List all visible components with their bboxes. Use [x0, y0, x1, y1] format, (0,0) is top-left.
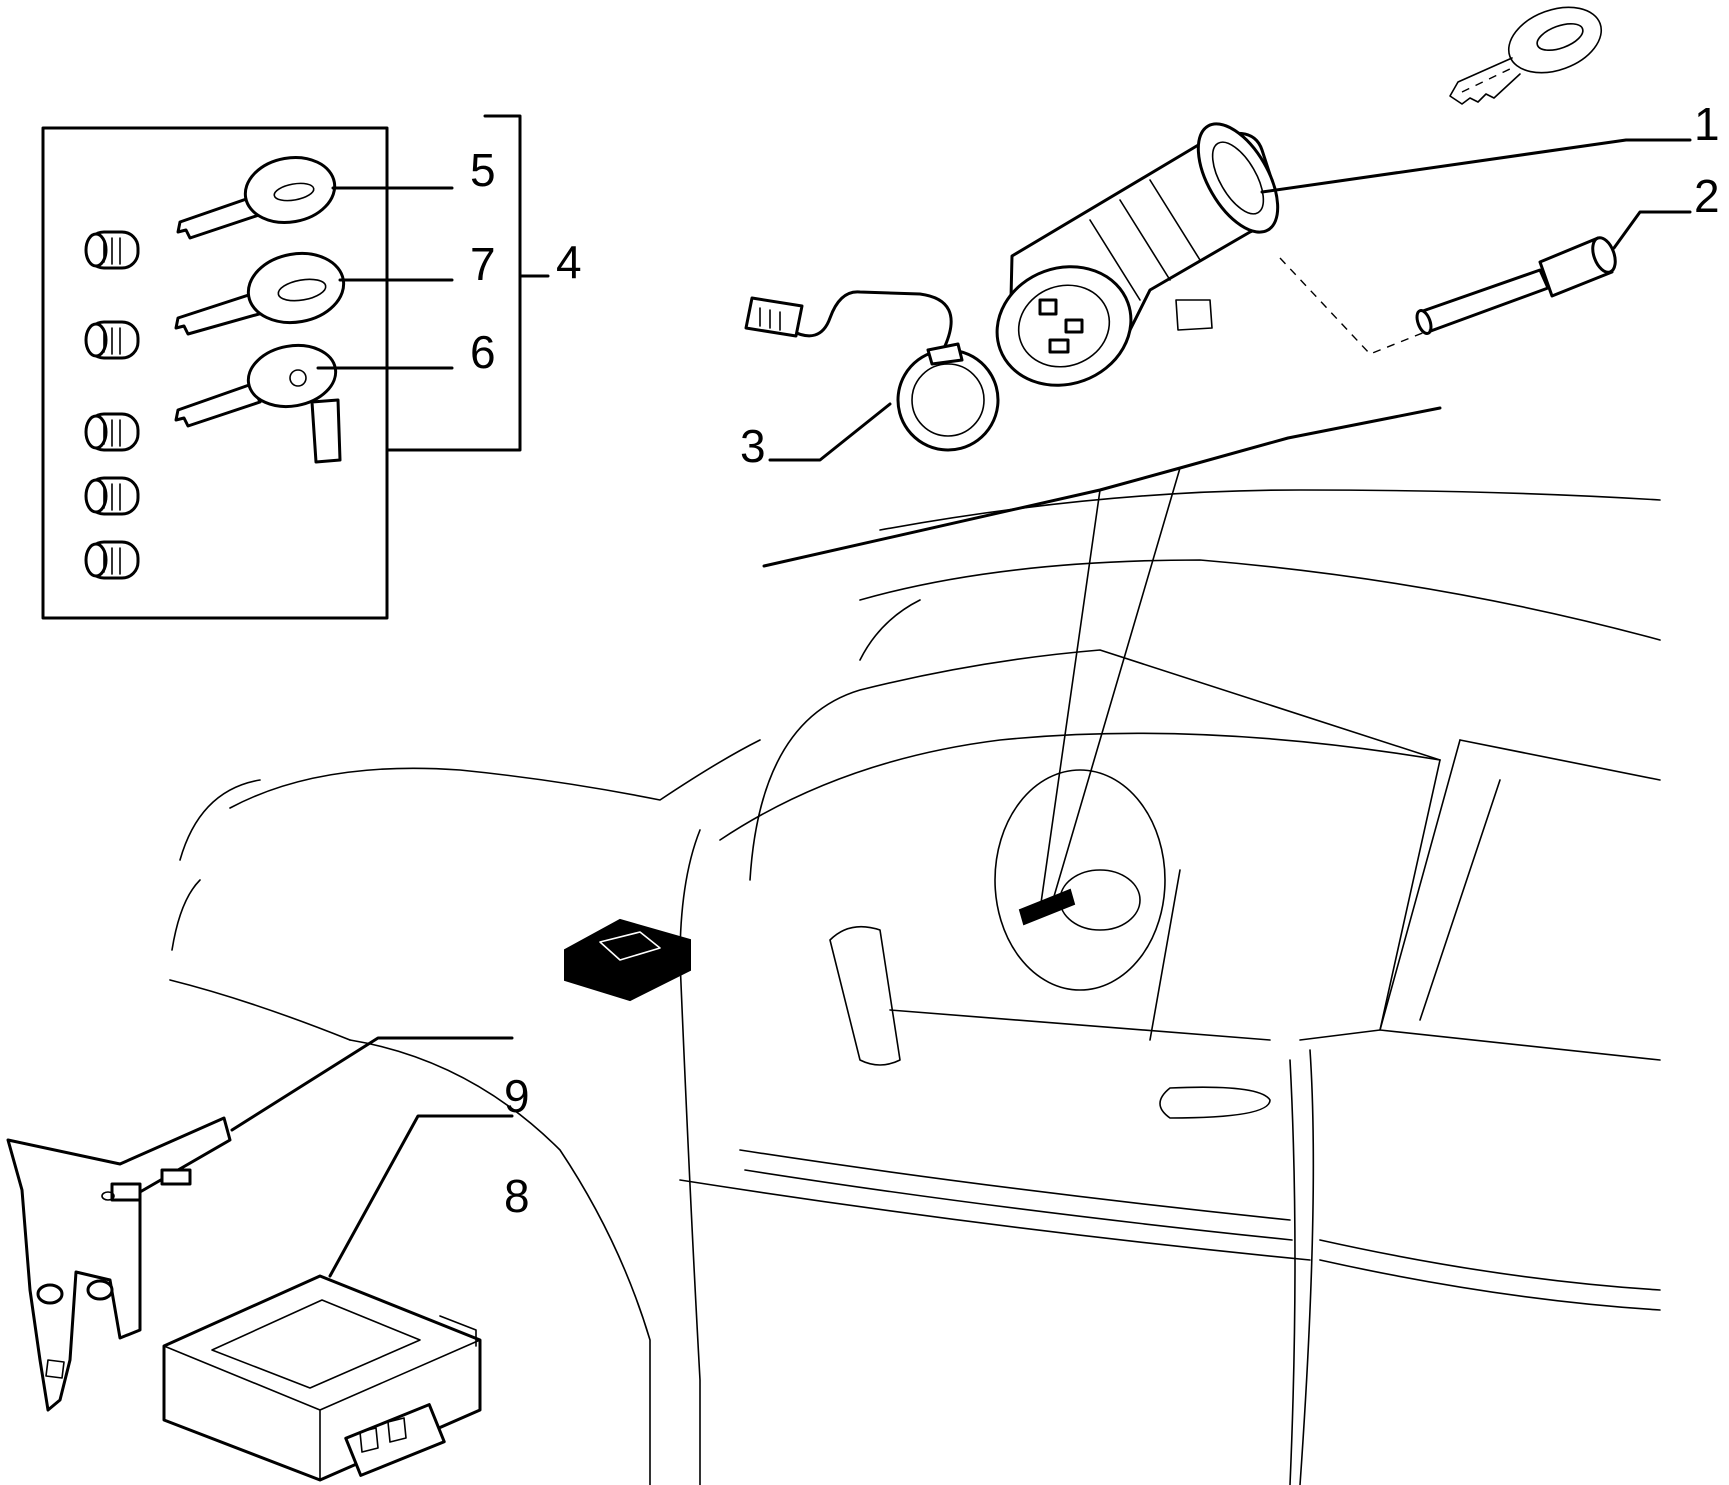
callout-2: 2	[1694, 170, 1720, 222]
key-5	[176, 156, 337, 240]
callout-7: 7	[470, 238, 496, 290]
callout-6: 6	[470, 326, 496, 378]
lock-cylinder-3	[84, 412, 140, 452]
callout-4: 4	[556, 236, 582, 288]
bracket	[6, 1116, 232, 1412]
shear-bolt	[1279, 236, 1617, 355]
callout-1: 1	[1694, 98, 1720, 150]
lock-cylinder-2	[84, 320, 140, 360]
callout-8: 8	[504, 1170, 530, 1222]
key-kit-box	[41, 114, 550, 620]
lock-cylinder-4	[84, 476, 140, 516]
lock-cylinder-1	[84, 230, 140, 270]
ignition-switch	[995, 122, 1280, 387]
immobilizer-unit-installed	[564, 918, 691, 1002]
control-unit	[162, 1274, 482, 1482]
callout-5: 5	[470, 144, 496, 196]
car-outline	[169, 406, 1661, 1485]
lock-cylinder-5	[84, 540, 140, 580]
key-icon	[1449, 6, 1603, 105]
leader-lines	[230, 138, 1692, 1278]
callout-3: 3	[740, 420, 766, 472]
callout-9: 9	[504, 1070, 530, 1122]
key-6	[174, 343, 342, 464]
antenna-ring	[744, 290, 1000, 452]
key-7	[174, 251, 346, 336]
